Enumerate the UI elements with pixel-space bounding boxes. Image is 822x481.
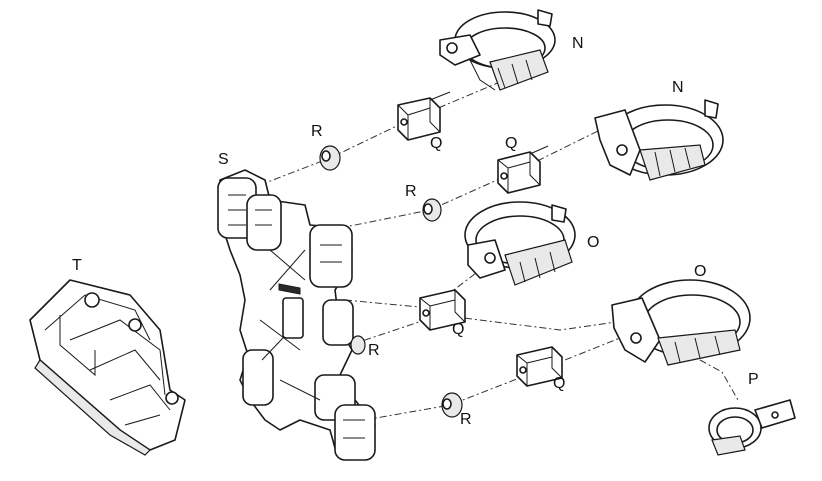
label-R2: R (405, 183, 417, 200)
insert-Q4 (516, 346, 563, 387)
label-O2: O (694, 263, 707, 280)
clip-P (708, 399, 796, 456)
label-Q4: Q (553, 375, 566, 392)
spacer-R4 (441, 392, 463, 418)
label-R4: R (460, 411, 472, 428)
label-N1: N (572, 35, 584, 52)
clamp-O1 (464, 201, 576, 286)
insert-Q1 (397, 91, 451, 141)
clamp-N2 (594, 99, 724, 181)
insert-Q2 (497, 145, 549, 194)
clamp-N1 (439, 9, 556, 91)
label-N2: N (672, 79, 684, 96)
spacer-R2 (422, 198, 442, 222)
label-T: T (72, 257, 82, 274)
label-R1: R (311, 123, 323, 140)
label-S: S (218, 151, 229, 168)
bracket-T (29, 279, 186, 456)
label-P: P (748, 371, 759, 388)
label-Q3: Q (452, 321, 465, 338)
insert-Q3 (419, 289, 466, 331)
clamp-O2 (611, 279, 751, 366)
spacer-R1 (319, 145, 341, 171)
label-R3: R (368, 342, 380, 359)
assembly-lines (259, 81, 739, 421)
spacer-R3 (350, 335, 366, 355)
label-Q1: Q (430, 135, 443, 152)
label-O1: O (587, 234, 600, 251)
label-Q2: Q (505, 135, 518, 152)
mounting-plate-S (217, 169, 376, 461)
